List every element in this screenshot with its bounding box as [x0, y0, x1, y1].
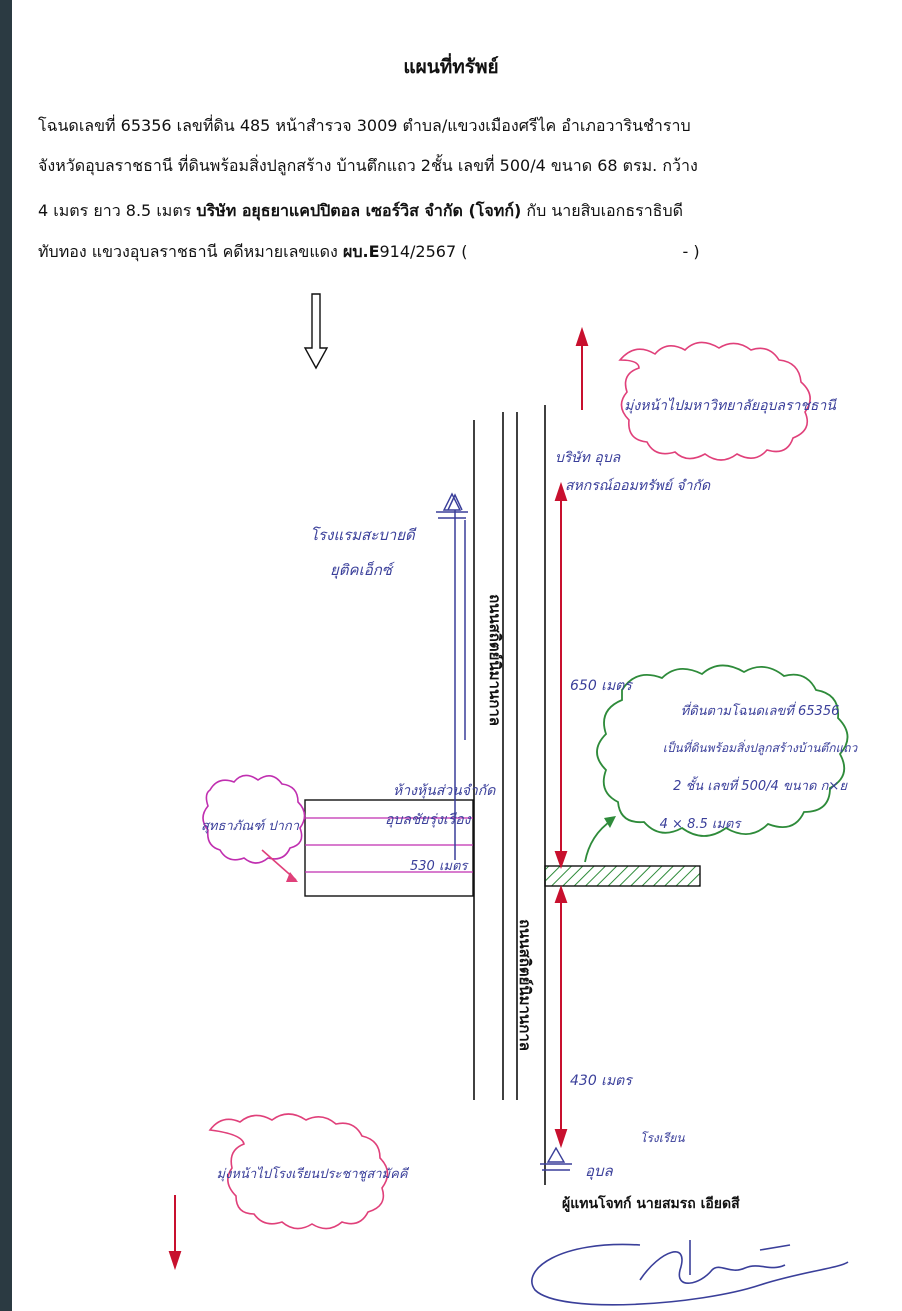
label-intersection-l2: อุบลชัยรุ่งเรือง [385, 812, 472, 828]
temple-icon-top [436, 492, 468, 519]
cloud-property [596, 664, 849, 837]
dist-north: 650 เมตร [570, 678, 633, 694]
signature-scribble [531, 1240, 849, 1306]
paragraph-line-2: จังหวัดอุบลราชธานี ที่ดินพร้อมสิ่งปลูกสร… [38, 156, 698, 175]
line3-start: 4 เมตร ยาว 8.5 เมตร [38, 201, 197, 220]
note-property-l4: 4 × 8.5 เมตร [660, 817, 743, 832]
signature-label: ผู้แทนโจทก์ นายสมรถ เอียดสี [562, 1196, 740, 1212]
note-property-l1: ที่ดินตามโฉนดเลขที่ 65356 [681, 701, 840, 719]
north-arrow-icon [303, 293, 329, 370]
label-hospital-l2: ยุติคเอ็กซ์ [330, 561, 395, 579]
label-bottom-l2: อุบล [585, 1162, 614, 1180]
label-bottom-l1: โรงเรียน [640, 1131, 685, 1145]
road-label-bottom: ถนนสถิตย์นิมานกาล [516, 919, 534, 1051]
cloud-left [202, 774, 306, 864]
paragraph-line-4: ทับทอง แขวงอุบลราชธานี คดีหมายเลขแดง ผบ.… [38, 240, 700, 265]
label-hospital-l1: โรงแรมสะบายดี [310, 526, 417, 544]
label-bank-l2: สหกรณ์ออมทรัพย์ จำกัด [565, 477, 711, 494]
dist-south: 430 เมตร [570, 1073, 633, 1089]
case-prefix: ผบ.E [342, 242, 380, 261]
page-title: แผนที่ทรัพย์ [403, 56, 499, 78]
plaintiff-name: บริษัท อยุธยาแคปปิตอล เซอร์วิส จำกัด (โจ… [196, 201, 522, 220]
note-left: สุทธาภัณฑ์ ปากา [201, 818, 300, 834]
road-lines [473, 405, 546, 1185]
line3-end: กับ นายสิบเอกธราธิบดี [521, 201, 683, 220]
subject-property [544, 865, 701, 887]
red-distance-arrows [168, 326, 589, 1271]
adjacent-building [304, 799, 474, 897]
cloud-north [618, 341, 811, 461]
line4-start: ทับทอง แขวงอุบลราชธานี คดีหมายเลขแดง [38, 242, 343, 261]
line4-end: - ) [682, 242, 700, 261]
left-edge-bar [0, 0, 12, 1311]
note-north: มุ่งหน้าไปมหาวิทยาลัยอุบลราชธานี [624, 397, 837, 414]
note-property-l3: 2 ชั้น เลขที่ 500/4 ขนาด ก×ย [673, 776, 848, 794]
label-bank-l1: บริษัท อุบล [555, 450, 622, 466]
note-south: มุ่งหน้าไปโรงเรียนประชาชูสามัคคี [216, 1166, 409, 1182]
dist-intersection: 530 เมตร [410, 859, 469, 874]
paragraph-line-3: 4 เมตร ยาว 8.5 เมตร บริษัท อยุธยาแคปปิตอ… [38, 199, 683, 224]
note-property-l2: เป็นที่ดินพร้อมสิ่งปลูกสร้างบ้านตึกแถว [663, 739, 859, 756]
road-label-top: ถนนสถิตย์นิมานกาล [486, 594, 504, 726]
blue-ink-measure [447, 493, 466, 860]
green-arrow [584, 819, 613, 863]
case-number: 914/2567 ( [379, 242, 468, 261]
label-intersection-l1: ห้างหุ้นส่วนจำกัด [393, 783, 496, 799]
temple-icon-bottom [540, 1146, 572, 1171]
paragraph-line-1: โฉนดเลขที่ 65356 เลขที่ดิน 485 หน้าสำรวจ… [38, 116, 691, 135]
cloud-south [208, 1113, 389, 1230]
